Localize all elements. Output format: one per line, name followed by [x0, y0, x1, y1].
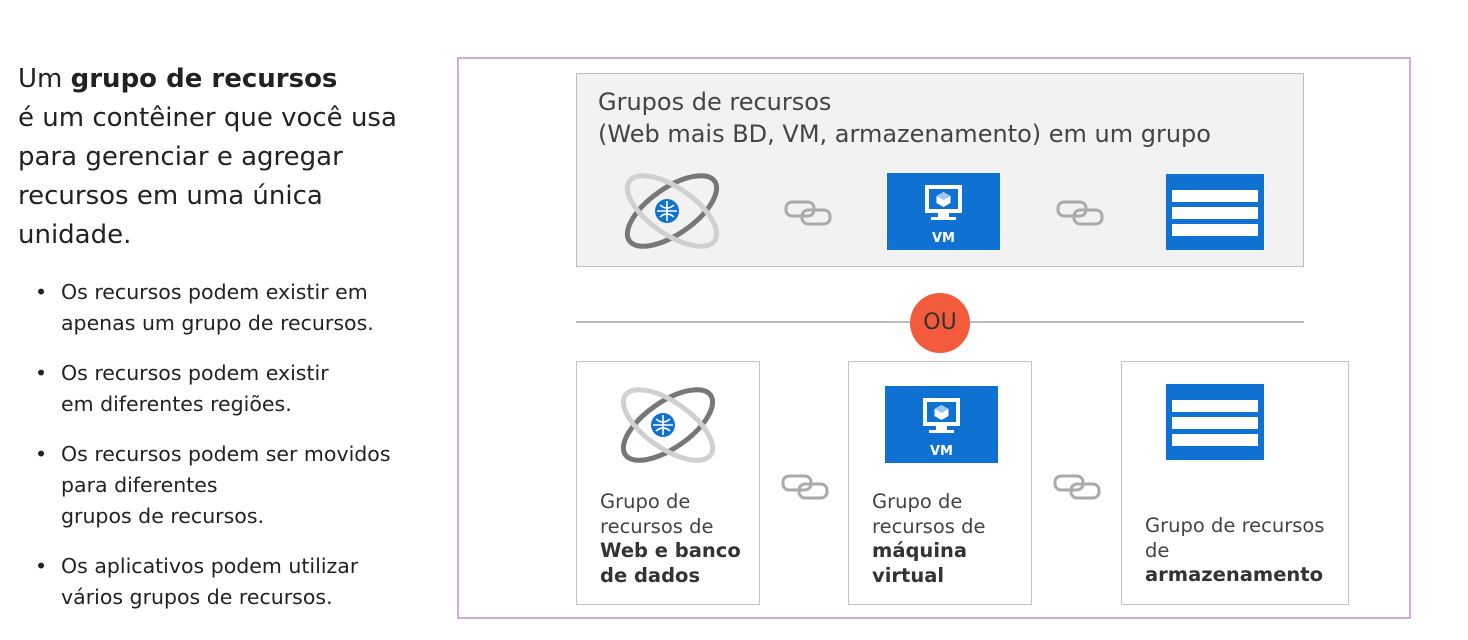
web-db-group-card — [576, 361, 760, 605]
intro-prefix: Um — [18, 64, 71, 94]
web-globe-orbit-icon — [624, 173, 720, 249]
vm-group-label: Grupo de recursos de máquina virtual — [872, 490, 986, 587]
bullet-line: apenas um grupo de recursos. — [61, 311, 374, 335]
bullet-line: vários grupos de recursos. — [61, 585, 333, 609]
link-icon — [784, 200, 832, 226]
intro-line-3: para gerenciar e agregar — [18, 142, 343, 172]
bullet-line: grupos de recursos. — [61, 504, 265, 528]
storage-table-icon — [1166, 384, 1264, 460]
link-icon — [1053, 474, 1101, 500]
virtual-machine-icon: VM — [885, 386, 998, 463]
combined-group-title: Grupos de recursos (Web mais BD, VM, arm… — [598, 88, 1211, 148]
web-db-group-label: Grupo de recursos de Web e banco de dado… — [600, 490, 741, 587]
link-icon — [781, 474, 829, 500]
intro-bold-term: grupo de recursos — [70, 64, 338, 94]
diagram-frame — [457, 57, 1411, 619]
bullet-line: para diferentes — [61, 473, 218, 497]
storage-group-label: Grupo de recursos de armazenamento — [1145, 514, 1325, 586]
link-icon — [1056, 200, 1104, 226]
storage-table-icon — [1166, 174, 1264, 250]
intro-line-2: é um contêiner que você usa — [18, 103, 397, 133]
virtual-machine-icon: VM — [887, 173, 1000, 250]
intro-line-5: unidade. — [18, 220, 132, 250]
bullet-line: Os aplicativos podem utilizar — [61, 554, 359, 578]
vm-label: VM — [930, 444, 953, 459]
vm-label: VM — [932, 231, 955, 246]
intro-line-4: recursos em uma única — [18, 181, 323, 211]
bullet-line: Os recursos podem ser movidos — [61, 442, 391, 466]
bullet-line: Os recursos podem existir em — [61, 280, 368, 304]
intro-text: Um grupo de recursos é um contêiner que … — [18, 60, 438, 255]
explanation-panel: Um grupo de recursos é um contêiner que … — [18, 60, 438, 632]
web-globe-orbit-icon — [620, 387, 716, 463]
or-badge: OU — [910, 293, 970, 353]
bullet-line: em diferentes regiões. — [61, 392, 292, 416]
bullet-line: Os recursos podem existir — [61, 361, 329, 385]
